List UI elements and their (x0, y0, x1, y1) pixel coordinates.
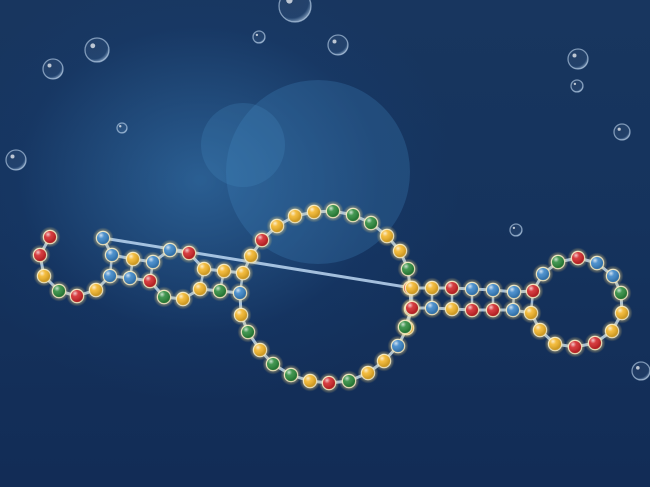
nucleotide-A[interactable] (303, 201, 325, 223)
nucleotide-A[interactable] (193, 258, 215, 280)
nucleotide-U[interactable] (229, 282, 251, 304)
nucleotide-U[interactable] (101, 244, 123, 266)
air-bubble (613, 123, 631, 141)
nucleotide-G[interactable] (209, 280, 231, 302)
nucleotide-A[interactable] (421, 277, 443, 299)
nucleotide-A[interactable] (357, 362, 379, 384)
nucleotide-G[interactable] (322, 200, 344, 222)
nucleotide-A[interactable] (85, 279, 107, 301)
nucleotide-A[interactable] (544, 333, 566, 355)
nucleotide-G[interactable] (280, 364, 302, 386)
nucleotide-G[interactable] (547, 251, 569, 273)
bubble-layer (5, 0, 650, 381)
air-bubble (252, 30, 266, 44)
nucleotide-G[interactable] (153, 286, 175, 308)
light-blob-small (201, 103, 285, 187)
air-bubble (509, 223, 523, 237)
nucleotide-C[interactable] (522, 280, 544, 302)
nucleotide-C[interactable] (461, 299, 483, 321)
nucleotide-C[interactable] (401, 297, 423, 319)
nucleotide-G[interactable] (48, 280, 70, 302)
nucleotide-C[interactable] (318, 372, 340, 394)
nucleotide-C[interactable] (584, 332, 606, 354)
nucleotide-A[interactable] (122, 248, 144, 270)
nucleotide-A[interactable] (441, 298, 463, 320)
nucleotide-layer (29, 200, 633, 394)
air-bubble (5, 149, 27, 171)
nucleotide-A[interactable] (601, 320, 623, 342)
nucleotide-C[interactable] (178, 242, 200, 264)
nucleotide-C[interactable] (66, 285, 88, 307)
nucleotide-C[interactable] (29, 244, 51, 266)
nucleotide-A[interactable] (611, 302, 633, 324)
nucleotide-U[interactable] (159, 239, 181, 261)
nucleotide-A[interactable] (232, 262, 254, 284)
nucleotide-A[interactable] (529, 319, 551, 341)
nucleotide-C[interactable] (39, 226, 61, 248)
nucleotide-G[interactable] (610, 282, 632, 304)
nucleotide-U[interactable] (461, 278, 483, 300)
nucleotide-A[interactable] (520, 302, 542, 324)
nucleotide-A[interactable] (376, 225, 398, 247)
nucleotide-G[interactable] (342, 204, 364, 226)
nucleotide-C[interactable] (564, 336, 586, 358)
nucleotide-U[interactable] (142, 251, 164, 273)
nucleotide-C[interactable] (251, 229, 273, 251)
nucleotide-A[interactable] (284, 205, 306, 227)
air-bubble (42, 58, 64, 80)
nucleotide-U[interactable] (119, 267, 141, 289)
nucleotide-C[interactable] (482, 299, 504, 321)
nucleotide-G[interactable] (262, 353, 284, 375)
nucleotide-A[interactable] (249, 339, 271, 361)
air-bubble (327, 34, 349, 56)
air-bubble (570, 79, 584, 93)
nucleotide-A[interactable] (389, 240, 411, 262)
nucleotide-A[interactable] (240, 245, 262, 267)
nucleotide-A[interactable] (373, 350, 395, 372)
nucleotide-C[interactable] (441, 277, 463, 299)
nucleotide-U[interactable] (586, 252, 608, 274)
nucleotide-U[interactable] (482, 279, 504, 301)
nucleotide-U[interactable] (387, 335, 409, 357)
nucleotide-U[interactable] (503, 281, 525, 303)
nucleotide-U[interactable] (92, 227, 114, 249)
nucleotide-A[interactable] (172, 288, 194, 310)
air-bubble (278, 0, 312, 23)
air-bubble (631, 361, 650, 381)
air-bubble (116, 122, 128, 134)
nucleotide-U[interactable] (99, 265, 121, 287)
nucleotide-A[interactable] (189, 278, 211, 300)
nucleotide-G[interactable] (360, 212, 382, 234)
nucleotide-U[interactable] (502, 299, 524, 321)
nucleotide-A[interactable] (230, 304, 252, 326)
air-bubble (567, 48, 589, 70)
nucleotide-G[interactable] (394, 316, 416, 338)
nucleotide-A[interactable] (33, 265, 55, 287)
nucleotide-C[interactable] (567, 247, 589, 269)
nucleotide-A[interactable] (213, 260, 235, 282)
nucleotide-G[interactable] (397, 258, 419, 280)
air-bubble (84, 37, 110, 63)
nucleotide-A[interactable] (266, 215, 288, 237)
nucleotide-U[interactable] (602, 265, 624, 287)
nucleotide-G[interactable] (338, 370, 360, 392)
nucleotide-A[interactable] (299, 370, 321, 392)
nucleotide-A[interactable] (401, 277, 423, 299)
nucleotide-U[interactable] (421, 297, 443, 319)
nucleotide-G[interactable] (237, 321, 259, 343)
nucleotide-C[interactable] (139, 270, 161, 292)
nucleotide-U[interactable] (532, 263, 554, 285)
